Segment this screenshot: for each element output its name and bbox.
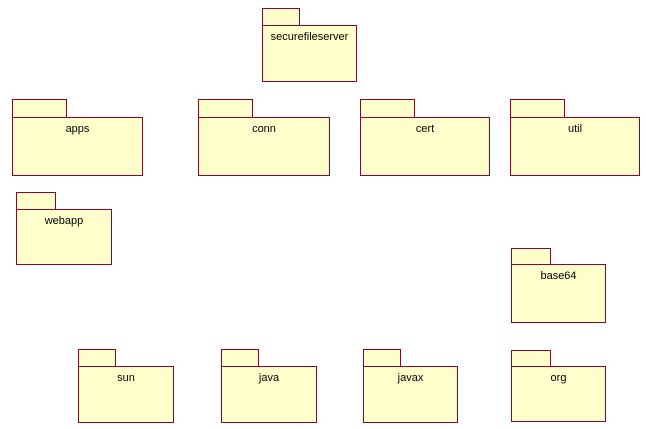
package-label: util (567, 123, 583, 135)
package-base64[interactable]: base64 (511, 248, 606, 323)
package-body: conn (198, 117, 330, 176)
package-body: util (510, 117, 640, 176)
package-label: base64 (540, 270, 577, 282)
package-tab (360, 99, 415, 117)
package-tab (16, 192, 56, 209)
package-tab (262, 8, 300, 25)
package-body: sun (78, 366, 174, 423)
package-label: javax (397, 372, 424, 384)
package-tab (78, 349, 116, 366)
package-tab (510, 99, 565, 117)
package-label: java (258, 372, 280, 384)
package-body: java (221, 366, 317, 423)
package-label: conn (252, 123, 276, 135)
package-javax[interactable]: javax (363, 349, 458, 423)
package-label: securefileserver (270, 31, 349, 43)
package-body: webapp (16, 209, 112, 265)
package-tab (511, 248, 551, 264)
package-label: apps (65, 123, 90, 135)
package-body: apps (12, 117, 143, 176)
package-conn[interactable]: conn (198, 99, 330, 176)
package-tab (511, 350, 551, 366)
package-java[interactable]: java (221, 349, 317, 423)
package-tab (12, 99, 67, 117)
package-webapp[interactable]: webapp (16, 192, 112, 265)
package-securefileserver[interactable]: securefileserver (262, 8, 357, 82)
package-label: org (550, 372, 567, 384)
package-body: cert (360, 117, 490, 176)
package-body: base64 (511, 264, 606, 323)
package-sun[interactable]: sun (78, 349, 174, 423)
package-cert[interactable]: cert (360, 99, 490, 176)
package-tab (198, 99, 253, 117)
package-label: cert (415, 123, 435, 135)
package-body: securefileserver (262, 25, 357, 82)
package-util[interactable]: util (510, 99, 640, 176)
package-tab (363, 349, 401, 366)
package-label: webapp (44, 215, 84, 227)
package-body: org (511, 366, 606, 422)
package-tab (221, 349, 259, 366)
package-body: javax (363, 366, 458, 423)
package-org[interactable]: org (511, 350, 606, 422)
package-apps[interactable]: apps (12, 99, 143, 176)
package-label: sun (117, 372, 135, 384)
